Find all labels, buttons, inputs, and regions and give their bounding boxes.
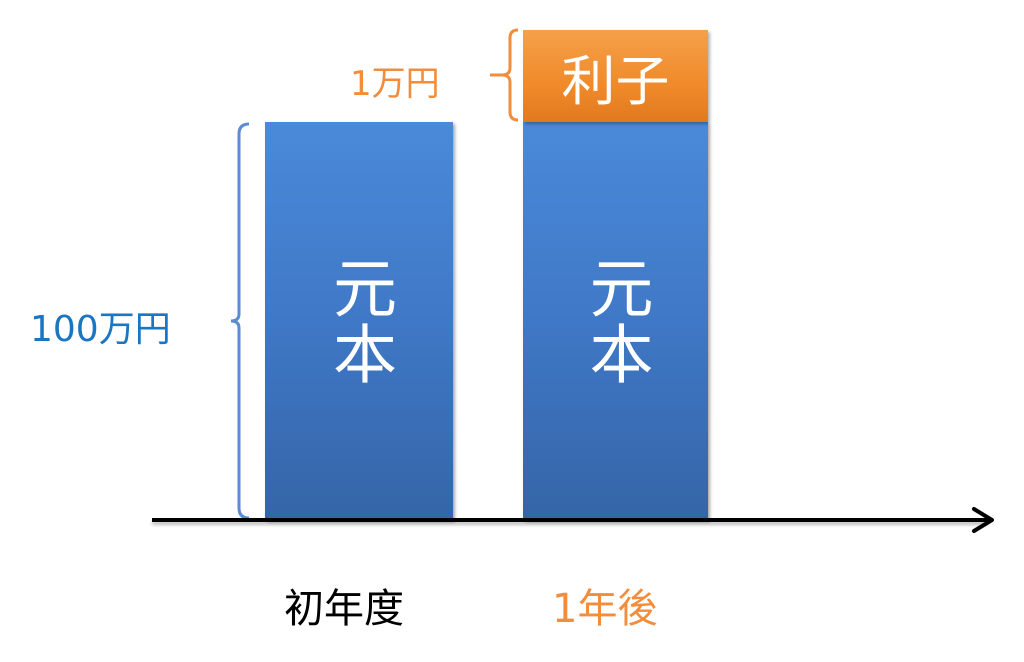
principal-bar-label: 元本 bbox=[322, 255, 396, 387]
time-axis bbox=[152, 518, 988, 522]
principal-bar-initial: 元本 bbox=[265, 122, 453, 520]
interest-value-label: 1万円 bbox=[350, 64, 440, 104]
category-label-initial: 初年度 bbox=[284, 586, 404, 632]
principal-value-label: 100万円 bbox=[30, 309, 171, 350]
interest-brace-icon bbox=[490, 28, 519, 122]
interest-label: 利子 bbox=[561, 49, 670, 113]
principal-bar-after: 元本 bbox=[523, 122, 708, 520]
axis-arrow-icon bbox=[972, 507, 994, 533]
category-label-after: 1年後 bbox=[552, 586, 658, 632]
interest-box: 利子 bbox=[523, 30, 708, 122]
principal-brace-icon bbox=[230, 122, 250, 520]
principal-bar-label: 元本 bbox=[578, 255, 653, 387]
